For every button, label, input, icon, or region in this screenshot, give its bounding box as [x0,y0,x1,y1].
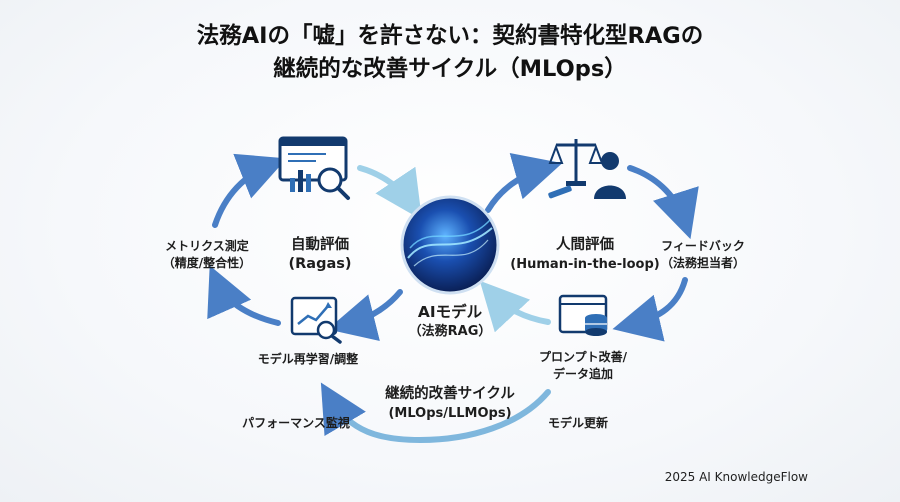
metrics-label: メトリクス測定 （精度/整合性） [152,238,262,272]
page-title: 法務AIの「嘘」を許さない：契約書特化型RAGの 継続的な改善サイクル（MLOp… [0,20,900,86]
feedback-line-2: （法務担当者） [660,256,745,270]
arrow-to-auto-eval [212,153,287,228]
human-eval-title: 人間評価 [556,237,614,253]
human-eval-sub: (Human-in-the-loop) [510,257,660,272]
footer-credit: 2025 AI KnowledgeFlow [664,470,808,484]
arrow-prompt-to-model [479,280,551,333]
retrain-label: モデル再学習/調整 [248,351,368,368]
arrow-retrain-to-metrics [207,265,281,326]
feedback-line-1: フィードバック [661,239,745,253]
human-eval-label: 人間評価 (Human-in-the-loop) [510,236,660,274]
title-line-2: 継続的な改善サイクル（MLOps） [273,56,627,82]
prompt-label: プロンプト改善/ データ追加 [528,349,638,383]
auto-eval-label: 自動評価 (Ragas) [265,236,375,274]
arrow-model-to-retrain [327,289,403,341]
retrain-text: モデル再学習/調整 [257,352,359,366]
update-text: モデル更新 [547,416,608,430]
performance-label: パフォーマンス監視 [236,415,356,432]
auto-eval-sub: (Ragas) [288,256,352,272]
feedback-label: フィードバック （法務担当者） [648,238,758,272]
metrics-line-1: メトリクス測定 [165,239,249,253]
continuous-line-2: (MLOps/LLMOps) [388,406,512,421]
code-chart-magnifier-icon [276,136,356,206]
database-window-icon [558,294,614,344]
arrow-auto-eval-to-model [357,165,422,220]
continuous-line-1: 継続的改善サイクル [385,386,515,402]
performance-text: パフォーマンス監視 [242,416,350,430]
auto-eval-title: 自動評価 [291,237,349,253]
metrics-line-2: （精度/整合性） [162,256,252,270]
justice-scale-person-icon [546,133,630,207]
arrow-feedback-to-prompt [612,277,688,342]
chart-magnifier-icon [290,296,344,348]
ai-model-label: AIモデル （法務RAG） [390,303,510,341]
ai-model-title: AIモデル [417,303,483,321]
arrow-human-eval-to-feedback [627,165,699,240]
prompt-line-2: データ追加 [552,367,613,381]
ai-model-sphere [400,195,500,295]
prompt-line-1: プロンプト改善/ [538,350,628,364]
arrow-model-to-human-eval [485,152,563,213]
ai-model-sub: （法務RAG） [408,324,492,339]
update-label: モデル更新 [538,415,618,432]
continuous-cycle-label: 継続的改善サイクル (MLOps/LLMOps) [370,385,530,423]
title-line-1: 法務AIの「嘘」を許さない：契約書特化型RAGの [196,23,704,49]
arrow-bottom-right-to-left [320,382,551,444]
